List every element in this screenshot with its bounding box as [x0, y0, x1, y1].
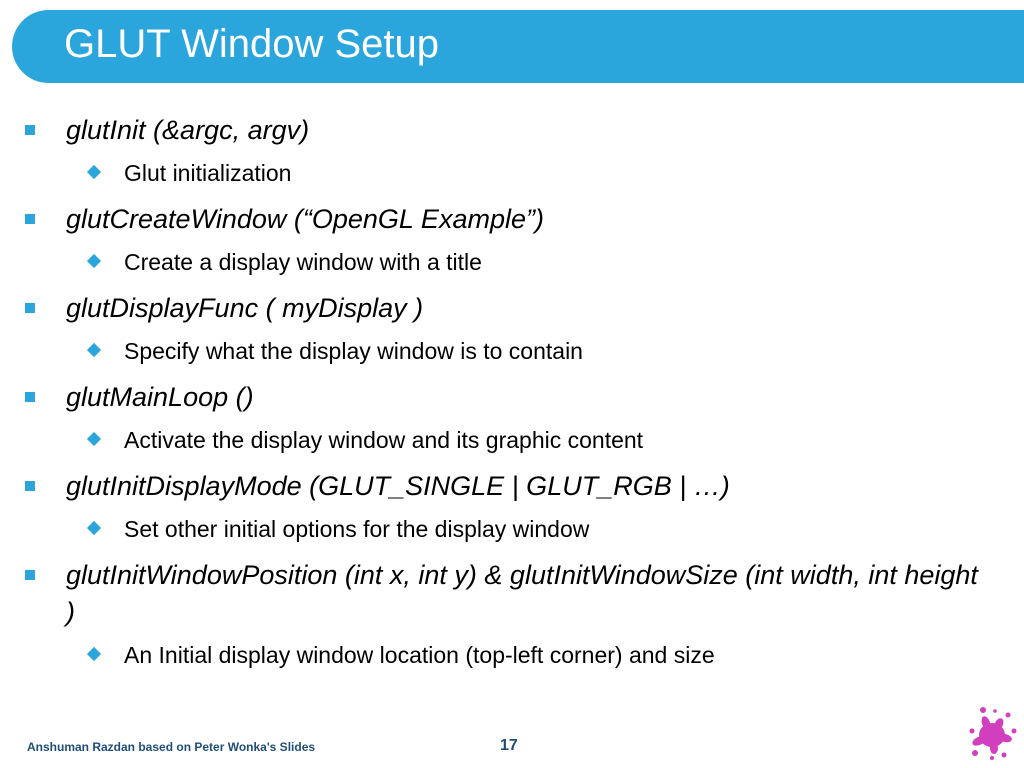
diamond-bullet-icon — [86, 646, 102, 662]
sub-bullet-text: Set other initial options for the displa… — [0, 515, 1024, 543]
slide-content: glutInit (&argc, argv) Glut initializati… — [0, 112, 1024, 669]
bullet-item: glutCreateWindow (“OpenGL Example”) Crea… — [0, 201, 1024, 276]
sub-bullet-label: Specify what the display window is to co… — [124, 338, 583, 364]
sub-bullet-text: Glut initialization — [0, 159, 1024, 187]
main-bullet-text: glutInitWindowPosition (int x, int y) & … — [66, 560, 978, 627]
sub-bullet-label: Glut initialization — [124, 160, 292, 186]
sub-bullet-text: Specify what the display window is to co… — [0, 337, 1024, 365]
square-bullet-icon — [25, 570, 35, 580]
square-bullet-icon — [25, 481, 35, 491]
sub-bullet-label: Activate the display window and its grap… — [124, 427, 644, 453]
square-bullet-icon — [25, 303, 35, 313]
main-bullet-text: glutCreateWindow (“OpenGL Example”) — [66, 204, 544, 234]
bullet-item: glutMainLoop () Activate the display win… — [0, 379, 1024, 454]
sub-bullet-text: Activate the display window and its grap… — [0, 426, 1024, 454]
square-bullet-icon — [25, 392, 35, 402]
page-number: 17 — [500, 737, 518, 754]
bullet-item: glutDisplayFunc ( myDisplay ) Specify wh… — [0, 290, 1024, 365]
footer-credit: Anshuman Razdan based on Peter Wonka's S… — [27, 740, 316, 754]
main-bullet-text: glutInit (&argc, argv) — [66, 115, 310, 145]
sub-bullet-text: An Initial display window location (top-… — [0, 641, 1024, 669]
main-bullet-text: glutDisplayFunc ( myDisplay ) — [66, 293, 424, 323]
title-bar: GLUT Window Setup — [12, 10, 1024, 83]
sub-bullet-label: Set other initial options for the displa… — [124, 516, 590, 542]
diamond-bullet-icon — [86, 431, 102, 447]
paint-splat-icon — [969, 707, 1017, 760]
bullet-item: glutInit (&argc, argv) Glut initializati… — [0, 112, 1024, 187]
diamond-bullet-icon — [86, 164, 102, 180]
sub-bullet-label: Create a display window with a title — [124, 249, 482, 275]
diamond-bullet-icon — [86, 342, 102, 358]
bullet-item: glutInitWindowPosition (int x, int y) & … — [0, 557, 1024, 669]
diamond-bullet-icon — [86, 253, 102, 269]
sub-bullet-text: Create a display window with a title — [0, 248, 1024, 276]
slide-title: GLUT Window Setup — [64, 22, 439, 66]
bullet-item: glutInitDisplayMode (GLUT_SINGLE | GLUT_… — [0, 468, 1024, 543]
main-bullet-text: glutMainLoop () — [66, 382, 254, 412]
square-bullet-icon — [25, 125, 35, 135]
main-bullet-text: glutInitDisplayMode (GLUT_SINGLE | GLUT_… — [66, 471, 730, 501]
diamond-bullet-icon — [86, 520, 102, 536]
square-bullet-icon — [25, 214, 35, 224]
sub-bullet-label: An Initial display window location (top-… — [124, 642, 715, 668]
